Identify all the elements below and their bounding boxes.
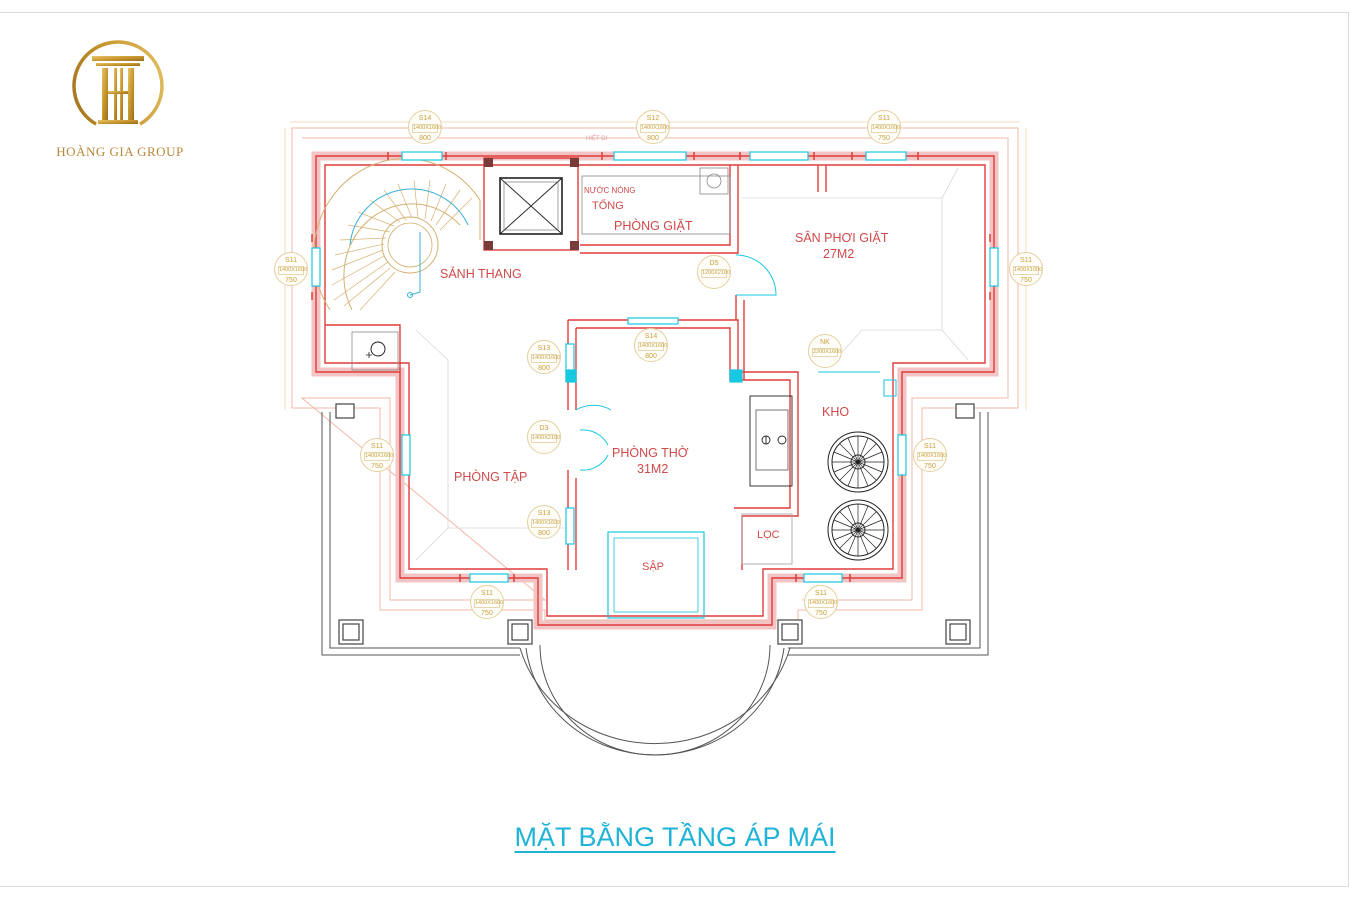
windows: [311, 151, 999, 583]
room-label-sap: SẬP: [642, 561, 665, 573]
water-tanks: [827, 431, 889, 561]
room-label-phong-tho: PHÒNG THỜ: [612, 446, 689, 460]
pillar-logo-icon: [72, 40, 164, 132]
drawing-title: MẶT BẰNG TẦNG ÁP MÁI: [0, 822, 1350, 853]
room-label-phong-tho-area: 31M2: [637, 462, 669, 476]
door-swings: [575, 254, 897, 471]
spiral-stair: [313, 158, 481, 311]
window-sill-ticks: [311, 152, 991, 582]
room-label-kho: KHO: [822, 405, 850, 419]
brand-logo: HOÀNG GIA GROUP: [40, 36, 200, 166]
brand-name: HOÀNG GIA GROUP: [56, 144, 184, 159]
room-label-san-phoi-giat: SÂN PHƠI GIẶT: [795, 231, 889, 245]
note-hiet-dt: HIỆT ĐỊ: [586, 136, 608, 142]
elevator-shaft: [483, 157, 579, 251]
room-label-san-phoi-area: 27M2: [823, 247, 855, 261]
page-frame: [0, 12, 1349, 887]
drawing-title-text: MẶT BẰNG TẦNG ÁP MÁI: [514, 822, 836, 852]
altar-furniture: [607, 395, 793, 619]
room-label-phong-tap: PHÒNG TẬP: [454, 470, 528, 484]
balcony-railing: [321, 412, 989, 756]
room-label-nuoc-nong: NƯỚC NÓNG: [584, 186, 636, 195]
room-label-phong-giat: PHÒNG GIẶT: [614, 219, 693, 233]
room-label-tong: TỔNG: [592, 200, 624, 212]
balcony-pillars: [335, 403, 975, 645]
room-label-sanh-thang: SẢNH THANG: [440, 267, 522, 281]
laundry-fixtures: [351, 167, 731, 371]
room-label-loc: LỌC: [757, 529, 780, 541]
